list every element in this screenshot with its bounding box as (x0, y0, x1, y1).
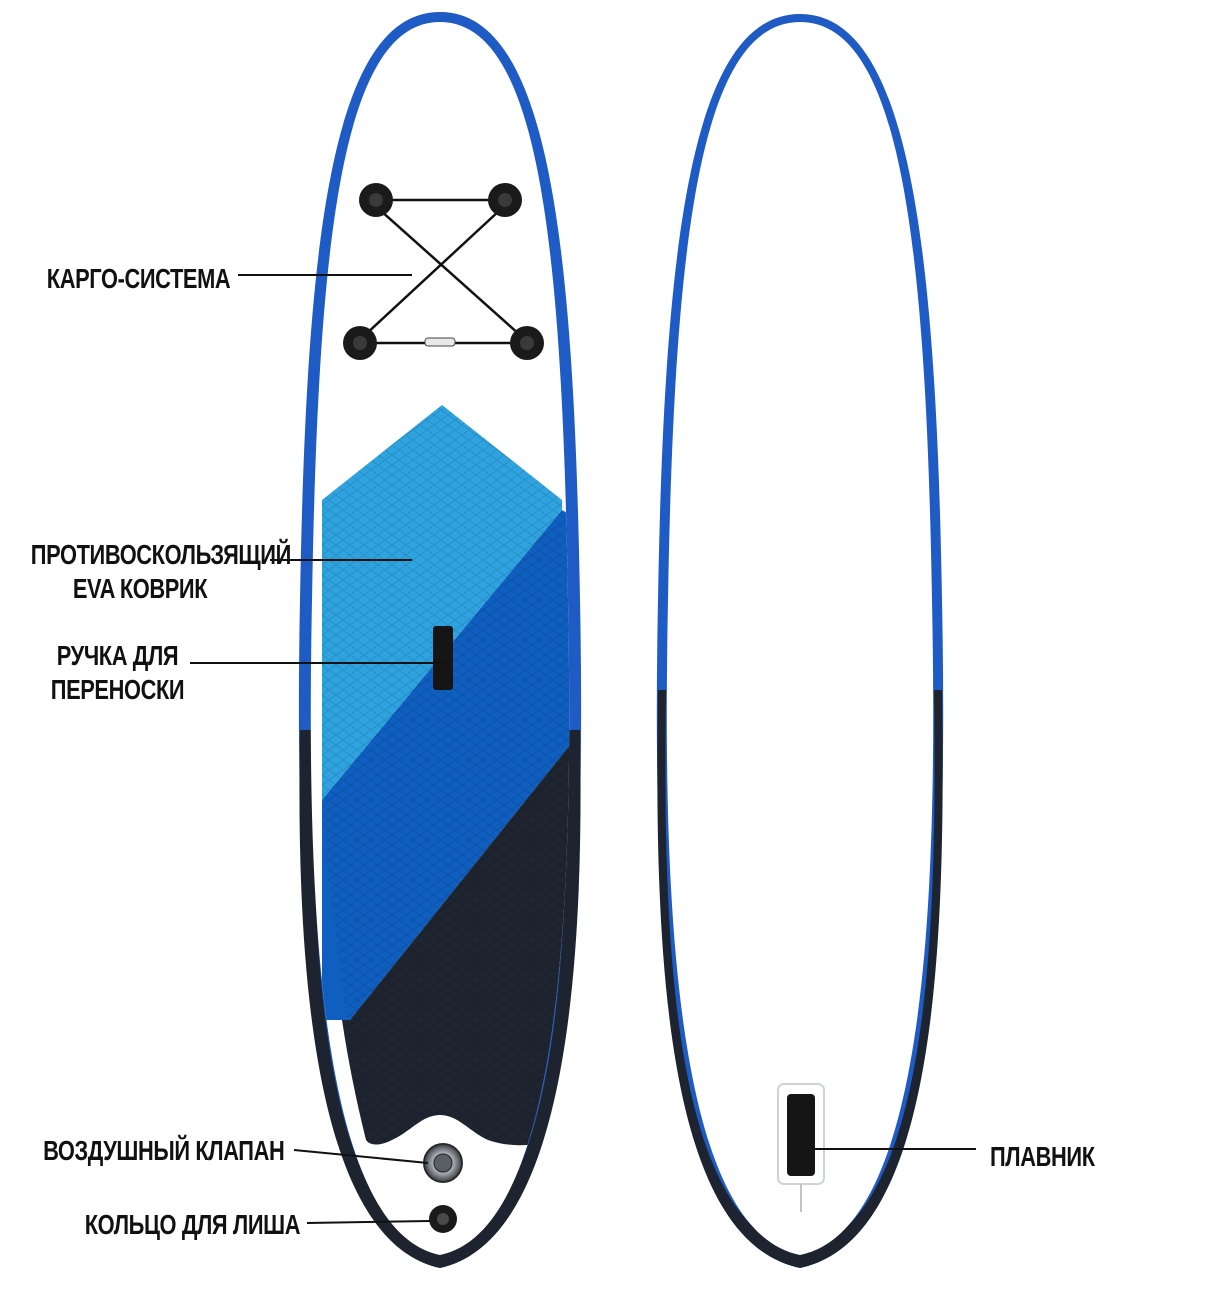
callout-leash-ring: КОЛЬЦО ДЛЯ ЛИША (84, 1208, 301, 1242)
carry-handle-icon (433, 626, 453, 690)
cargo-d-ring-icon (488, 183, 522, 217)
leash-ring-icon (429, 1205, 457, 1233)
callout-eva-pad-line1: ПРОТИВОСКОЛЬЗЯЩИЙ (30, 539, 291, 570)
cargo-d-ring-icon (343, 326, 377, 360)
callout-air-valve-text: ВОЗДУШНЫЙ КЛАПАН (42, 1135, 285, 1166)
callout-fin-text: ПЛАВНИК (990, 1141, 1095, 1172)
fin-icon (777, 1083, 825, 1212)
sup-board-hull-icon (656, 14, 944, 1268)
leader-line-leash-ring (306, 1220, 431, 1224)
callout-carry-handle-line2: ПЕРЕНОСКИ (50, 674, 185, 705)
cargo-d-ring-icon (359, 183, 393, 217)
callout-cargo-system-text: КАРГО-СИСТЕМА (46, 263, 230, 294)
callout-carry-handle: РУЧКА ДЛЯ ПЕРЕНОСКИ (41, 639, 193, 707)
callout-eva-pad-line2: EVA КОВРИК (72, 573, 208, 604)
callout-carry-handle-line1: РУЧКА ДЛЯ (56, 640, 179, 671)
callout-fin: ПЛАВНИК (990, 1140, 1095, 1174)
callout-eva-pad: ПРОТИВОСКОЛЬЗЯЩИЙ EVA КОВРИК (30, 538, 291, 606)
sup-board-deck-icon (298, 12, 582, 1268)
leader-line-air-valve (293, 1149, 429, 1164)
callout-cargo-system: КАРГО-СИСТЕМА (46, 262, 230, 296)
cargo-d-ring-icon (510, 326, 544, 360)
cargo-system (343, 183, 544, 360)
callout-leash-ring-text: КОЛЬЦО ДЛЯ ЛИША (84, 1209, 301, 1240)
eva-traction-pad (322, 405, 570, 1146)
air-valve-icon (423, 1143, 463, 1183)
leader-lines (190, 274, 976, 1224)
callout-air-valve: ВОЗДУШНЫЙ КЛАПАН (42, 1134, 285, 1168)
eva-pad-texture (322, 405, 570, 1146)
hull-board-surface (666, 22, 934, 1255)
